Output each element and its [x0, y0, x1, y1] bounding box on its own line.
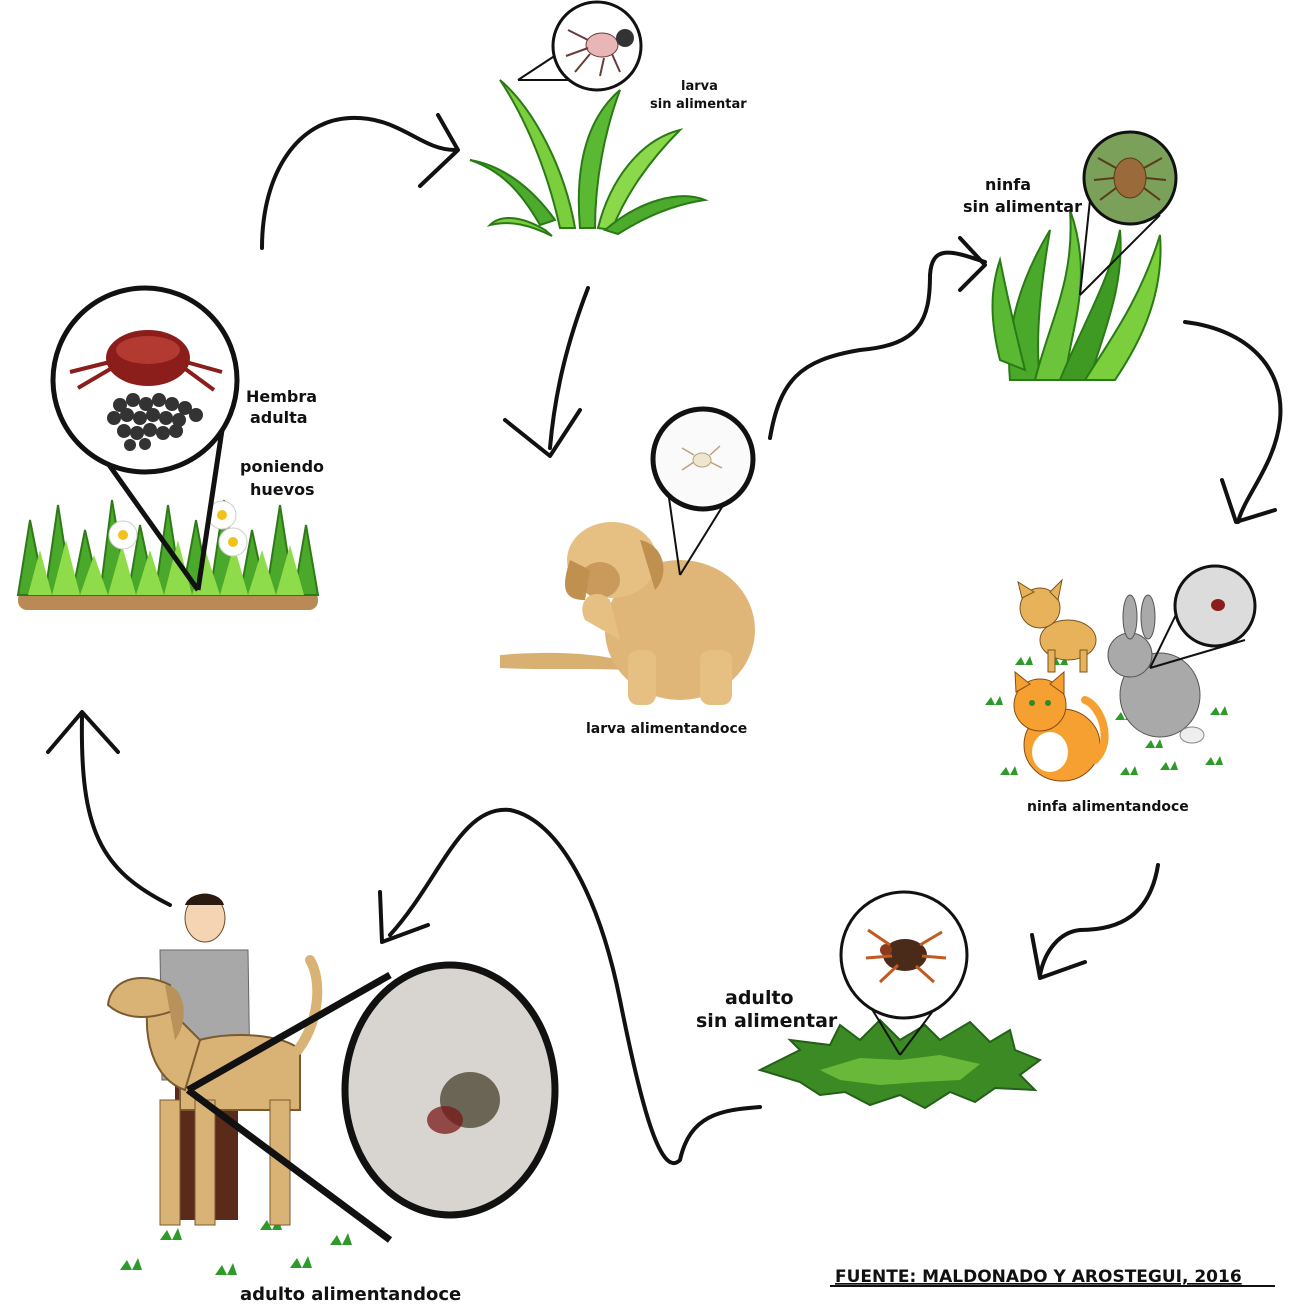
arrow-female-to-larva [262, 115, 458, 248]
arrow-nymph-to-animals [1185, 322, 1280, 522]
grass-tufts [120, 1218, 352, 1275]
stage-female-laying-eggs: Hembra adulta poniendo huevos [18, 288, 324, 610]
puppy-icon [500, 522, 755, 705]
grass-clump-icon [993, 210, 1161, 380]
stage-nymph-unfed: ninfa sin alimentar [963, 132, 1176, 380]
label-nymph-unfed-1: ninfa [985, 175, 1031, 194]
source-citation: FUENTE: MALDONADO Y AROSTEGUI, 2016 [835, 1267, 1242, 1287]
label-adult-unfed-1: adulto [725, 987, 794, 1009]
flower-icon [109, 521, 137, 549]
label-nymph-unfed-2: sin alimentar [963, 197, 1082, 216]
grass-patch-icon [760, 1020, 1040, 1108]
cat-icon [1014, 672, 1105, 781]
label-female-2: adulta [250, 408, 308, 427]
label-adult-feeding: adulto alimentandoce [240, 1284, 461, 1305]
flower-icon [219, 528, 247, 556]
stage-larva-feeding: larva alimentandoce [500, 409, 755, 737]
label-nymph-feeding: ninfa alimentandoce [1027, 799, 1189, 815]
label-larva-unfed-2: sin alimentar [650, 97, 747, 112]
stage-larva-unfed: larva sin alimentar [470, 2, 747, 236]
label-adult-unfed-2: sin alimentar [696, 1010, 838, 1032]
label-larva-feeding: larva alimentandoce [586, 721, 747, 737]
stage-adult-feeding: adulto alimentandoce [108, 894, 555, 1305]
tick-icon [1211, 599, 1225, 611]
label-female-1: Hembra [246, 387, 317, 406]
stage-nymph-feeding: ninfa alimentandoce [985, 566, 1255, 815]
arrow-dog-to-female [48, 712, 170, 905]
arrow-animals-to-adult [1032, 865, 1158, 978]
label-female-3: poniendo [240, 457, 324, 476]
arrow-puppy-to-nymph [770, 238, 985, 438]
label-female-4: huevos [250, 480, 315, 499]
stage-adult-unfed: adulto sin alimentar [696, 892, 1040, 1108]
label-larva-unfed-1: larva [681, 79, 718, 94]
arrow-larva-to-puppy [505, 288, 588, 456]
